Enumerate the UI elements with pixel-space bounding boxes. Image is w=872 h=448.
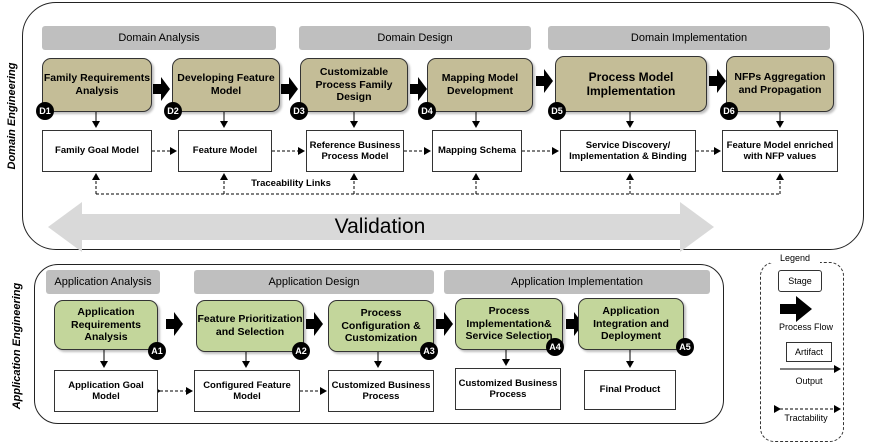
process-flow-arrow (536, 69, 553, 93)
artifact-feature-model: Feature Model (178, 130, 272, 172)
badge-a4: A4 (546, 338, 564, 356)
traceability-links-label: Traceability Links (236, 178, 346, 189)
legend-output-label: Output (795, 376, 823, 386)
badge-d4: D4 (418, 102, 436, 120)
artifact-customized-business-process-impl: Customized Business Process (455, 368, 561, 410)
badge-d6: D6 (720, 102, 738, 120)
phase-application-analysis: Application Analysis (46, 270, 160, 294)
phase-application-design: Application Design (194, 270, 434, 294)
stage-a1: Application Requirements Analysis (54, 300, 158, 350)
process-flow-arrow (709, 69, 726, 93)
stage-d6: NFPs Aggregation and Propagation (726, 56, 834, 112)
badge-a2: A2 (292, 342, 310, 360)
stage-a4: Process Implementation& Service Selectio… (455, 298, 563, 350)
artifact-feature-model-nfp: Feature Model enriched with NFP values (722, 130, 838, 172)
artifact-application-goal-model: Application Goal Model (54, 370, 158, 412)
badge-d3: D3 (290, 102, 308, 120)
stage-d2: Developing Feature Model (172, 58, 280, 112)
legend-artifact-box: Artifact (786, 342, 832, 362)
process-flow-arrow (436, 312, 453, 336)
artifact-final-product: Final Product (584, 370, 676, 410)
stage-d3: Customizable Process Family Design (300, 58, 408, 112)
badge-d1: D1 (36, 102, 54, 120)
artifact-mapping-schema: Mapping Schema (432, 130, 522, 172)
legend-process-flow-label: Process Flow (778, 322, 833, 332)
process-flow-arrow (281, 77, 298, 101)
artifact-reference-business-process-model: Reference Business Process Model (306, 130, 404, 172)
stage-d4: Mapping Model Development (427, 58, 533, 112)
legend-title: Legend (770, 253, 820, 263)
phase-domain-implementation: Domain Implementation (548, 26, 830, 50)
artifact-customized-business-process: Customized Business Process (328, 370, 434, 412)
badge-a1: A1 (148, 342, 166, 360)
phase-domain-design: Domain Design (299, 26, 531, 50)
phase-domain-analysis: Domain Analysis (42, 26, 276, 50)
process-flow-arrow (153, 77, 170, 101)
legend-process-flow-arrow (780, 296, 812, 322)
process-flow-arrow (410, 77, 427, 101)
stage-a5: Application Integration and Deployment (578, 298, 684, 350)
badge-d5: D5 (548, 102, 566, 120)
stage-d1: Family Requirements Analysis (42, 58, 152, 112)
artifact-configured-feature-model: Configured Feature Model (194, 370, 300, 412)
artifact-family-goal-model: Family Goal Model (42, 130, 152, 172)
legend-traceability-label: Tractability (784, 413, 828, 423)
artifact-service-discovery: Service Discovery/ Implementation & Bind… (560, 130, 696, 172)
process-flow-arrow (306, 312, 323, 336)
stage-d5: Process Model Implementation (555, 56, 707, 112)
process-flow-arrow (166, 312, 183, 336)
validation-label: Validation (334, 215, 426, 238)
badge-d2: D2 (164, 102, 182, 120)
legend-stage-box: Stage (778, 270, 822, 292)
phase-application-implementation: Application Implementation (444, 270, 710, 294)
badge-a3: A3 (420, 342, 438, 360)
validation-arrow (48, 202, 714, 252)
process-flow-arrow (566, 312, 583, 336)
stage-a3: Process Configuration & Customization (328, 300, 434, 352)
badge-a5: A5 (676, 338, 694, 356)
stage-a2: Feature Prioritization and Selection (196, 300, 304, 352)
